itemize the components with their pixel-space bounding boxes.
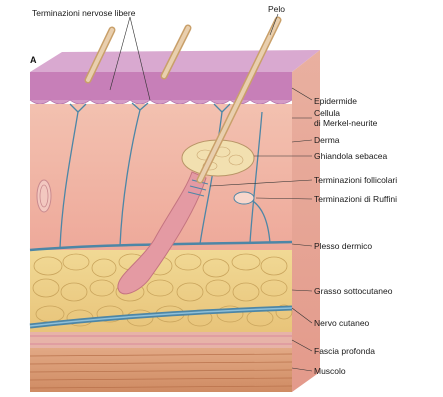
deep-fascia-layer bbox=[30, 332, 292, 348]
label-merkel-line2: di Merkel-neurite bbox=[314, 119, 377, 129]
label-dermis: Derma bbox=[314, 136, 340, 146]
label-sebaceous-gland: Ghiandola sebacea bbox=[314, 152, 387, 162]
label-ruffini-endings: Terminazioni di Ruffini bbox=[314, 195, 397, 205]
label-epidermis: Epidermide bbox=[314, 97, 357, 107]
epidermis-ridges bbox=[30, 100, 292, 104]
label-subcutaneous-fat: Grasso sottocutaneo bbox=[314, 287, 392, 297]
label-free-nerve-endings: Terminazioni nervose libere bbox=[32, 9, 135, 19]
panel-letter: A bbox=[30, 55, 37, 65]
label-hair: Pelo bbox=[268, 5, 285, 15]
label-muscle: Muscolo bbox=[314, 367, 346, 377]
ruffini-ending bbox=[234, 192, 254, 204]
label-dermal-plexus: Plesso dermico bbox=[314, 242, 372, 252]
label-follicular-endings: Terminazioni follicolari bbox=[314, 176, 397, 186]
label-cutaneous-nerve: Nervo cutaneo bbox=[314, 319, 369, 329]
label-deep-fascia: Fascia profonda bbox=[314, 347, 375, 357]
